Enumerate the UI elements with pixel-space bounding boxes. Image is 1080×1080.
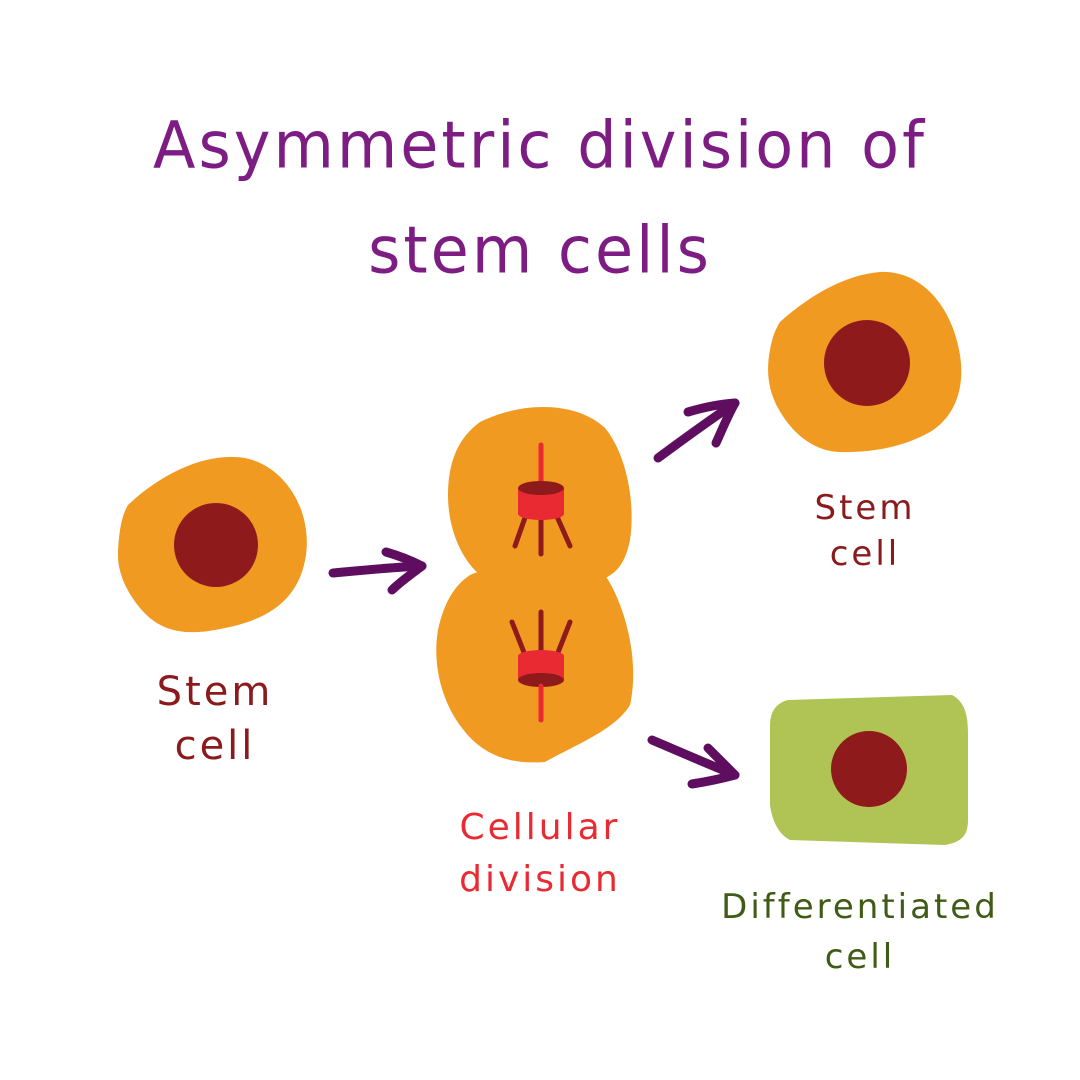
label-differentiated-cell-line-1: Differentiated [721, 887, 999, 927]
differentiated-cell-nucleus [831, 731, 907, 807]
spindle-top [512, 442, 573, 557]
stem-cell-right-nucleus [824, 320, 910, 406]
label-differentiated-cell-line-2: cell [824, 937, 896, 977]
label-stem-cell-right-line-1: Stem [814, 488, 916, 528]
label-stem-cell-left: Stem cell [115, 665, 315, 773]
differentiated-cell [770, 695, 968, 845]
label-cellular-division-line-1: Cellular [459, 807, 621, 848]
stem-cell-right [768, 271, 962, 453]
spindle-bottom [509, 609, 573, 723]
label-differentiated-cell: Differentiated cell [700, 882, 1020, 982]
stem-cell-left [117, 456, 307, 633]
title-line-1: Asymmetric division of [153, 106, 927, 184]
arrow-to-division [328, 547, 427, 595]
arrow-to-differentiated-cell [647, 735, 740, 789]
stem-cell-left-nucleus [174, 503, 258, 587]
arrow-to-stem-cell [653, 398, 740, 463]
label-stem-cell-left-line-1: Stem [156, 669, 274, 715]
dividing-cell [436, 406, 634, 763]
label-stem-cell-right-line-2: cell [829, 534, 901, 574]
label-stem-cell-left-line-2: cell [174, 723, 256, 769]
label-stem-cell-right: Stem cell [765, 485, 965, 577]
title-line-2: stem cells [368, 211, 712, 289]
diagram-title: Asymmetric division of stem cells [0, 93, 1080, 303]
label-cellular-division: Cellular division [420, 802, 660, 906]
label-cellular-division-line-2: division [459, 859, 621, 900]
